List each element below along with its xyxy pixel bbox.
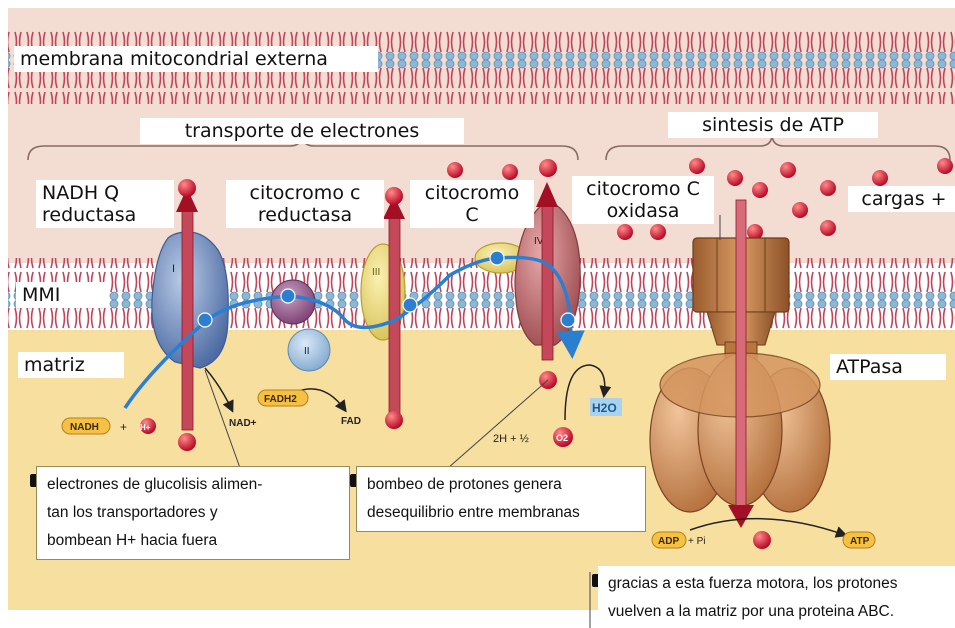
complex-ii-label: II xyxy=(304,346,310,357)
complex-ii: II xyxy=(288,329,330,371)
complex-i-label: I xyxy=(172,263,175,275)
water-equation: 2H + ½ xyxy=(493,433,529,445)
cyt-c-oxidase-label: citocromo C oxidasa xyxy=(572,176,714,224)
note-step-1: electrones de glucolisis alimen- tan los… xyxy=(36,466,350,560)
nadh-proton-label: H+ xyxy=(140,423,151,432)
atp-label: ATP xyxy=(850,536,870,547)
cyt-c-label: citocromo C xyxy=(410,180,534,228)
ubiquinone xyxy=(271,280,315,324)
mmi-label: MMI xyxy=(16,282,108,308)
o2-label: O2 xyxy=(556,433,568,443)
plus-sign: + xyxy=(120,420,127,434)
positive-charges-label: cargas + xyxy=(848,186,955,212)
nadh-q-reductase-label: NADH Q reductasa xyxy=(36,180,174,228)
inner-membrane xyxy=(8,258,955,332)
atpase-label: ATPasa xyxy=(830,354,946,380)
cyt-c-reductase-label: citocromo c reductasa xyxy=(226,180,384,228)
h2o-label: H2O xyxy=(592,401,617,415)
complex-iii-label: III xyxy=(372,267,380,278)
nad-label: NAD+ xyxy=(229,418,257,429)
fadh2-label: FADH2 xyxy=(264,394,297,405)
matrix-label: matriz xyxy=(18,352,124,378)
atp-synthesis-label: sintesis de ATP xyxy=(668,112,878,138)
outer-membrane-label: membrana mitocondrial externa xyxy=(14,46,378,72)
electron-transport-label: transporte de electrones xyxy=(140,118,464,144)
pi-label: + Pi xyxy=(688,536,706,547)
note-step-3: gracias a esta fuerza motora, los proton… xyxy=(598,566,955,628)
note-step-2: bombeo de protones genera desequilibrio … xyxy=(356,466,646,532)
fad-label: FAD xyxy=(341,416,361,427)
adp-label: ADP xyxy=(658,536,679,547)
nadh-label: NADH xyxy=(70,422,99,433)
